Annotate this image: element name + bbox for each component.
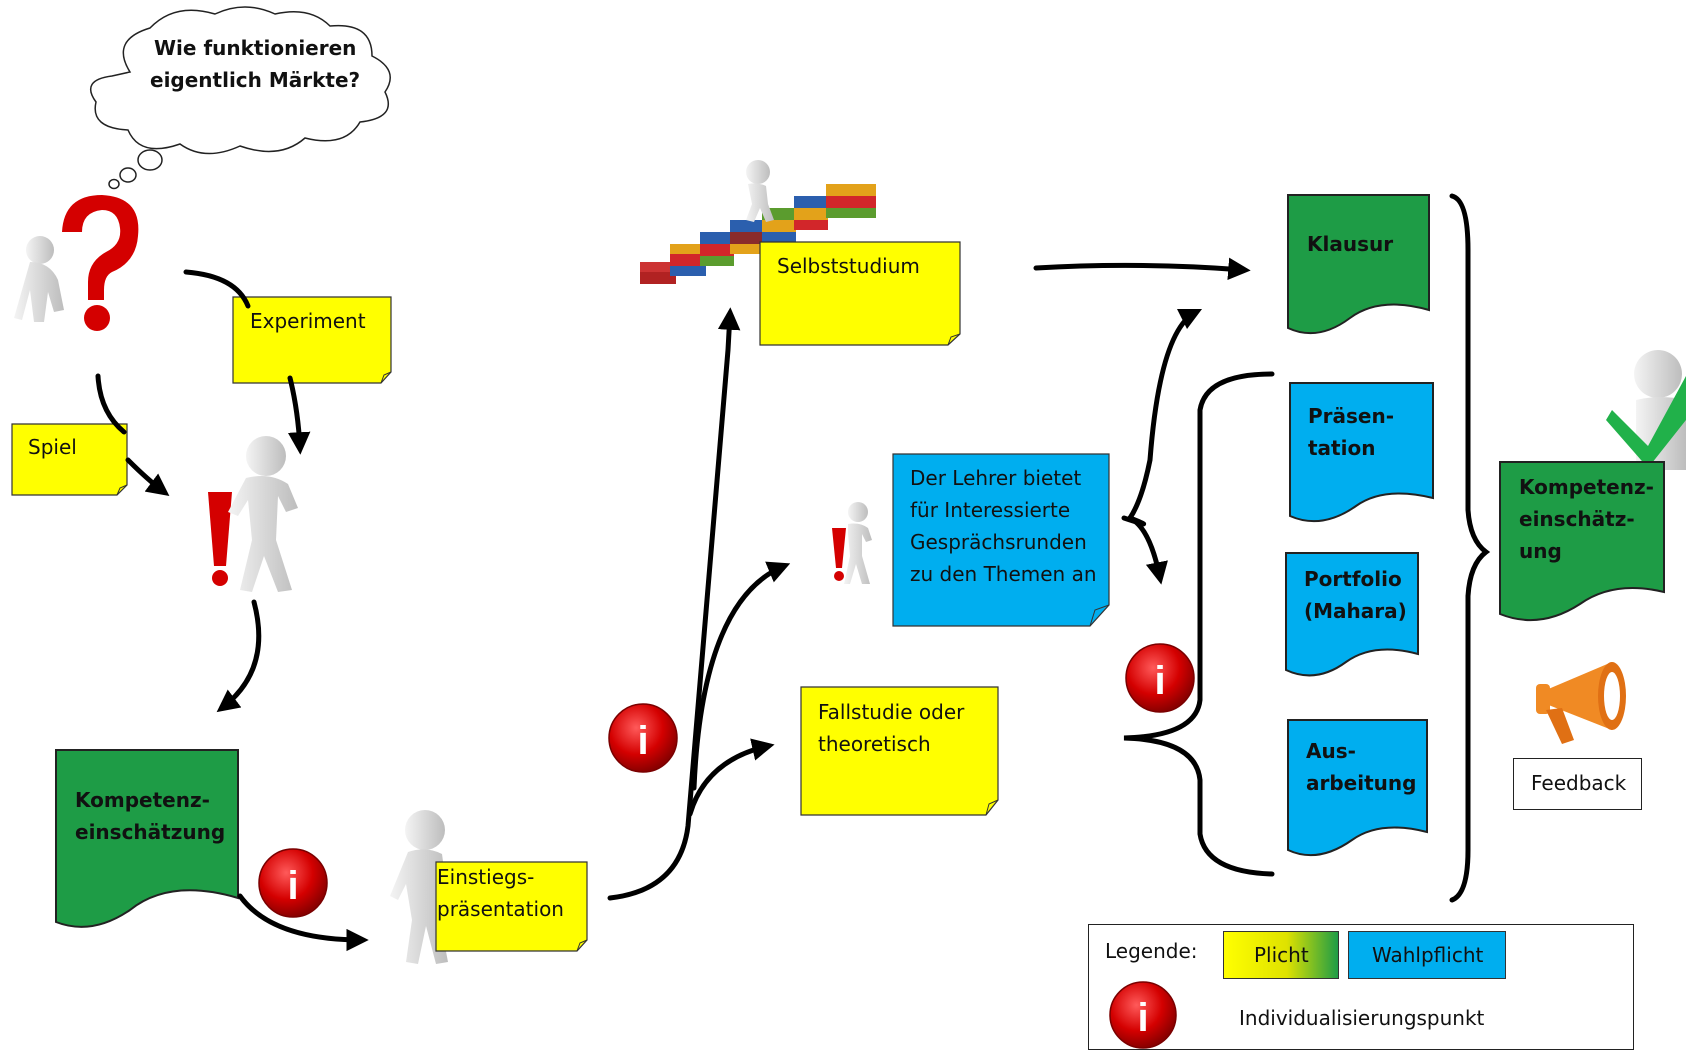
doc-kompetenz-end-label: Kompetenz- einschätz- ung: [1519, 475, 1654, 563]
note-spiel-label: Spiel: [28, 435, 77, 459]
note-fallstudie-label: Fallstudie oder theoretisch: [818, 700, 965, 756]
doc-ausarbeitung-label: Aus- arbeitung: [1306, 739, 1417, 795]
legend-wahlpflicht-label: Wahlpflicht: [1372, 943, 1484, 967]
doc-ausarbeitung: [1287, 719, 1428, 857]
legend-title: Legende:: [1105, 939, 1198, 963]
svg-text:i: i: [1137, 996, 1148, 1040]
info-badge-3: i: [1125, 643, 1195, 713]
note-spiel: [11, 423, 128, 496]
svg-text:i: i: [1154, 659, 1165, 703]
doc-kompetenz-start-label: Kompetenz- einschätzung: [75, 788, 226, 844]
svg-text:i: i: [287, 864, 298, 908]
info-badge-2: i: [608, 703, 678, 773]
legend: Legende: Plicht Wahlpflicht i Individual…: [1088, 924, 1634, 1050]
note-lehrer-label: Der Lehrer bietet für Interessierte Gesp…: [910, 466, 1097, 586]
doc-praesentation-label: Präsen- tation: [1308, 404, 1395, 460]
thought-bubble-line1: Wie funktionieren: [154, 36, 357, 60]
megaphone-icon: [1536, 662, 1626, 744]
doc-kompetenz-end: [1499, 461, 1665, 622]
legend-info-badge: i: [1109, 981, 1177, 1049]
note-selbststudium: [759, 241, 961, 346]
note-experiment: [232, 296, 392, 384]
doc-portfolio: [1285, 552, 1419, 677]
note-selbststudium-label: Selbststudium: [777, 254, 920, 278]
doc-klausur: [1287, 194, 1430, 335]
flow-arrows: [95, 257, 1251, 952]
thought-bubble: [90, 6, 391, 190]
svg-text:i: i: [637, 719, 648, 763]
question-figure-icon: [14, 195, 139, 331]
note-fallstudie: [800, 686, 999, 816]
note-einstieg: [435, 861, 588, 952]
legend-individual-label: Individualisierungspunkt: [1239, 1006, 1485, 1030]
legend-plicht-label: Plicht: [1254, 943, 1309, 967]
note-einstieg-label: Einstiegs- präsentation: [437, 865, 564, 921]
doc-praesentation: [1289, 382, 1434, 523]
doc-klausur-label: Klausur: [1307, 232, 1394, 256]
small-exclamation-figure-icon: [832, 502, 872, 584]
legend-plicht-swatch: Plicht: [1223, 931, 1339, 979]
books-staircase-icon: [640, 160, 876, 284]
checkmark-figure-icon: [1606, 350, 1686, 470]
exclamation-figure-icon: [208, 436, 298, 592]
feedback-label: Feedback: [1531, 771, 1627, 795]
feedback-box: Feedback: [1513, 758, 1642, 810]
info-badge-1: i: [258, 848, 328, 918]
doc-kompetenz-start: [55, 749, 239, 928]
thought-bubble-line2: eigentlich Märkte?: [150, 68, 361, 92]
note-experiment-label: Experiment: [250, 309, 366, 333]
doc-portfolio-label: Portfolio (Mahara): [1304, 567, 1407, 623]
presenter-figure-icon: [390, 810, 448, 964]
legend-wahlpflicht-swatch: Wahlpflicht: [1348, 931, 1506, 979]
braces: [1121, 193, 1491, 903]
note-lehrer: [892, 453, 1110, 627]
